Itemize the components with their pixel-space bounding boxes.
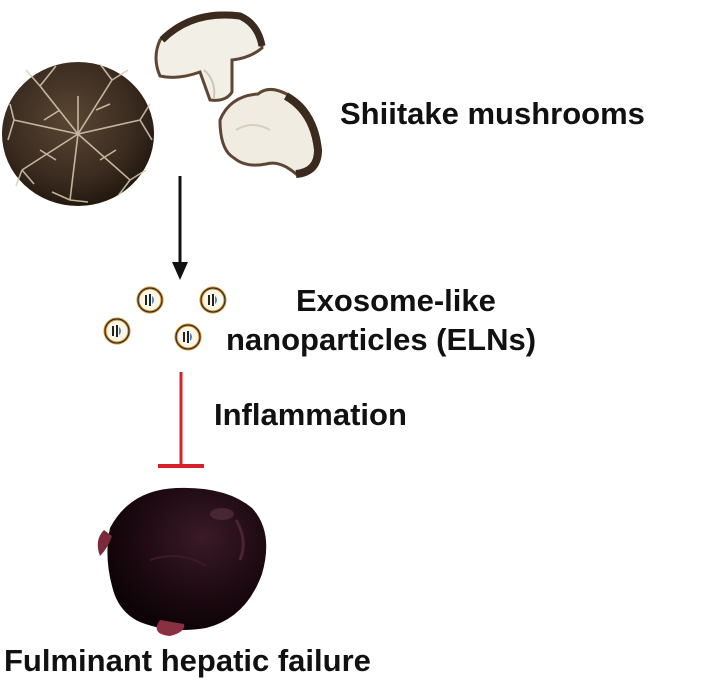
down-arrow-icon bbox=[172, 176, 188, 280]
process-label: Inflammation bbox=[214, 397, 407, 432]
nanoparticle-icon bbox=[103, 317, 131, 345]
outcome-label: Fulminant hepatic failure bbox=[4, 643, 371, 678]
product-label-line2: nanoparticles (ELNs) bbox=[226, 322, 537, 357]
mushroom-half-image bbox=[218, 88, 323, 178]
inhibition-bar-icon bbox=[158, 372, 204, 468]
source-label: Shiitake mushrooms bbox=[340, 96, 645, 131]
nanoparticle-icon bbox=[174, 323, 202, 351]
product-label-line1: Exosome-like bbox=[296, 283, 496, 318]
nanoparticle-icon bbox=[136, 286, 164, 314]
liver-image bbox=[97, 487, 267, 636]
nanoparticle-icon bbox=[199, 286, 227, 314]
mushroom-cap-image bbox=[2, 62, 154, 206]
mushroom-half-image bbox=[154, 11, 266, 102]
